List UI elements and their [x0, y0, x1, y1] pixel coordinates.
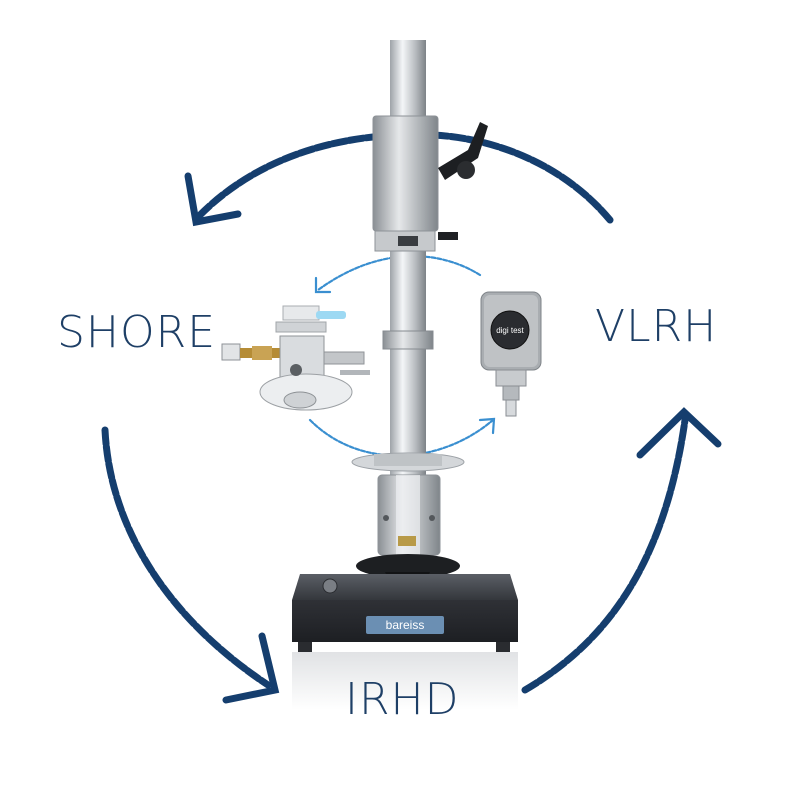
arrow-right [521, 416, 689, 694]
column-rod [390, 40, 426, 480]
inner-arrow-left-head [314, 276, 332, 294]
irhd-label: IRHD [345, 674, 460, 725]
vlrh-label: VLRH [595, 301, 718, 352]
middle-collar [382, 330, 434, 350]
upper-clamp [372, 115, 488, 252]
measuring-head [351, 452, 465, 592]
gauge-brand-text: digi test [496, 326, 524, 335]
inner-arrow-right-head [478, 417, 496, 435]
instrument-base [292, 574, 518, 710]
vlrh-gauge: digi test [480, 291, 542, 417]
arrow-top-head [184, 172, 242, 227]
arrow-right-head [636, 407, 722, 459]
arrow-left-head [222, 632, 280, 704]
arrow-left [101, 426, 272, 689]
shore-label: SHORE [57, 307, 217, 358]
base-brand-text: bareiss [386, 618, 425, 632]
shore-accessory [221, 305, 370, 411]
